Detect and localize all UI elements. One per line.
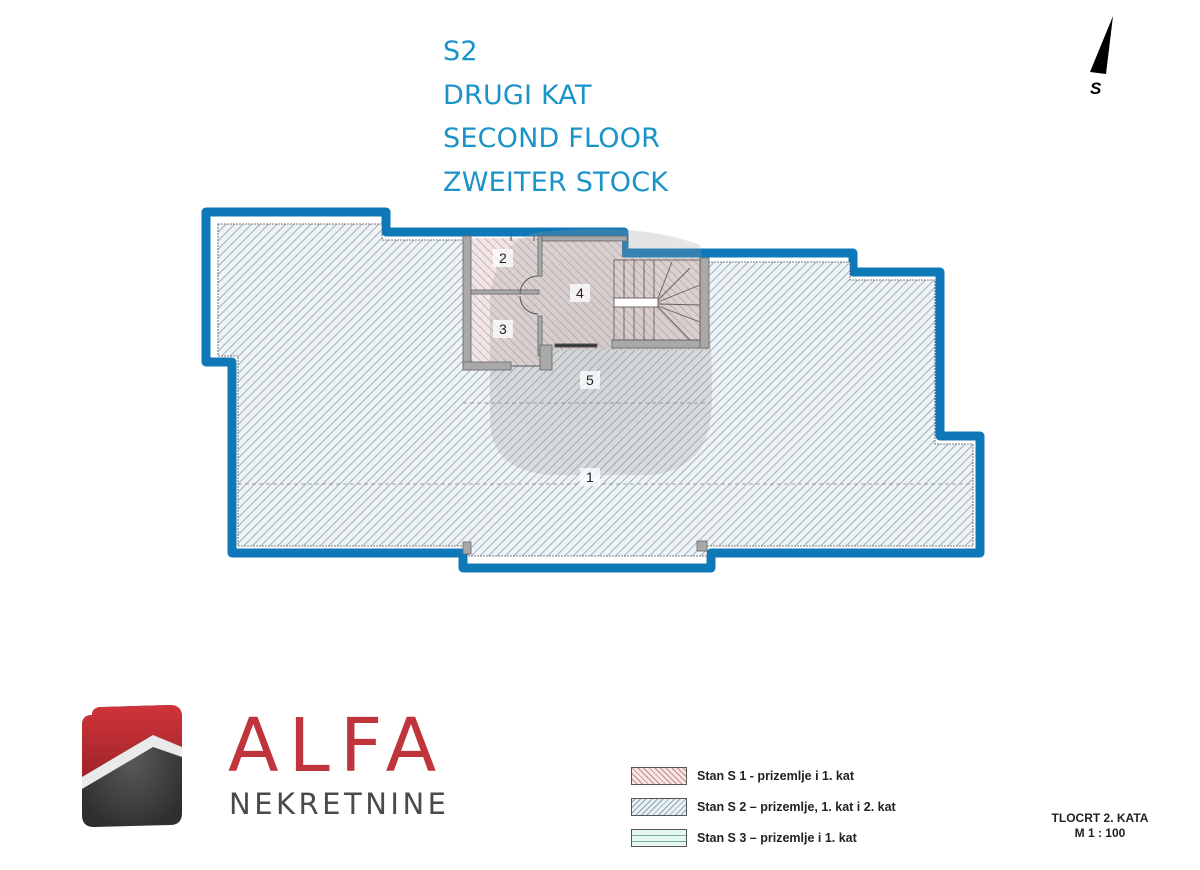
column-left bbox=[462, 541, 472, 555]
legend: Stan S 1 - prizemlje i 1. kat Stan S 2 –… bbox=[631, 764, 896, 857]
legend-swatch-s2 bbox=[631, 798, 687, 816]
watermark bbox=[490, 228, 712, 475]
legend-swatch-s3 bbox=[631, 829, 687, 847]
column-right bbox=[696, 540, 708, 552]
doors bbox=[510, 236, 598, 367]
unit-code: S2 bbox=[443, 36, 478, 67]
legend-item-s2: Stan S 2 – prizemlje, 1. kat i 2. kat bbox=[631, 795, 896, 819]
north-arrow: S bbox=[1080, 12, 1130, 102]
room-label-4: 4 bbox=[570, 284, 590, 302]
legend-item-s1: Stan S 1 - prizemlje i 1. kat bbox=[631, 764, 896, 788]
floor-label-de: ZWEITER STOCK bbox=[443, 166, 669, 198]
alfa-logo-icon bbox=[82, 705, 182, 827]
dashed-guides bbox=[238, 402, 973, 485]
staircase bbox=[613, 259, 701, 341]
legend-label-s1: Stan S 1 - prizemlje i 1. kat bbox=[697, 769, 855, 783]
sheet-info: TLOCRT 2. KATA M 1 : 100 bbox=[1030, 811, 1170, 841]
room-label-1: 1 bbox=[580, 468, 600, 486]
legend-swatch-s1 bbox=[631, 767, 687, 785]
legend-label-s2: Stan S 2 – prizemlje, 1. kat i 2. kat bbox=[697, 800, 896, 814]
legend-label-s3: Stan S 3 – prizemlje i 1. kat bbox=[697, 831, 857, 845]
room-label-3: 3 bbox=[493, 320, 513, 338]
room-label-5: 5 bbox=[580, 371, 600, 389]
floor-label-en: SECOND FLOOR bbox=[443, 123, 661, 154]
sheet-scale: M 1 : 100 bbox=[1074, 826, 1126, 840]
north-arrow-icon: S bbox=[1090, 16, 1113, 98]
sheet-title: TLOCRT 2. KATA bbox=[1051, 811, 1149, 825]
plan-title: S2 DRUGI KAT SECOND FLOOR ZWEITER STOCK bbox=[443, 30, 668, 204]
brand-subtitle: NEKRETNINE bbox=[229, 787, 450, 821]
north-arrow-label: S bbox=[1090, 79, 1102, 98]
legend-item-s3: Stan S 3 – prizemlje i 1. kat bbox=[631, 826, 896, 850]
brand-name: ALFA bbox=[228, 703, 447, 789]
room-label-2: 2 bbox=[493, 249, 513, 267]
floor-label-hr: DRUGI KAT bbox=[443, 79, 592, 111]
